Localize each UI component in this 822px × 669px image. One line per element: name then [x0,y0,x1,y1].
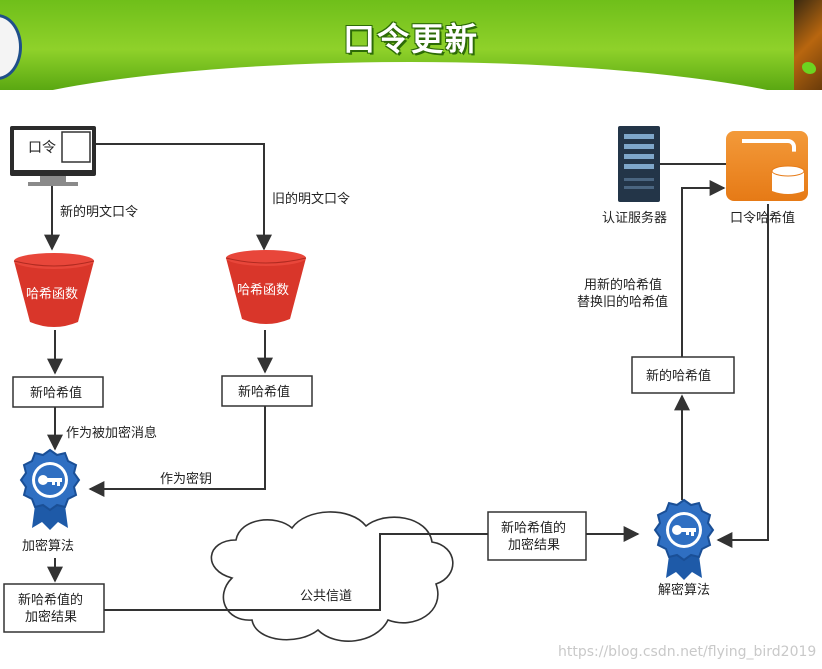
password-hash-db-label: 口令哈希值 [730,210,795,226]
edge-label-new-plaintext: 新的明文口令 [60,204,138,220]
channel-encrypted-line2: 加密结果 [508,537,560,553]
arrow-as-key [88,406,266,497]
encrypt-algo-label: 加密算法 [22,538,74,554]
public-channel-cloud [210,511,454,642]
encrypted-result-box [3,583,105,633]
new-hash-left-box [12,376,104,408]
channel-encrypted-box [487,511,587,561]
corner-decoration [794,0,822,90]
encrypted-result-line1: 新哈希值的 [18,592,83,608]
watermark: https://blog.csdn.net/flying_bird2019 [558,644,816,660]
edge-label-public-channel: 公共信道 [300,589,352,604]
decrypt-algo-label: 解密算法 [658,582,710,598]
edge-label-old-plaintext: 旧的明文口令 [272,191,350,207]
page-title: 口令更新 [342,20,479,58]
new-hash-left-label: 新哈希值 [30,385,82,401]
edge-label-replace-line1: 用新的哈希值 [584,277,662,293]
new-hash-mid-label: 新哈希值 [238,384,290,400]
arrow-replace-hash [681,180,726,357]
database-icon [726,131,808,201]
arrow-old-plaintext [96,143,272,251]
password-input-box [61,131,91,163]
encrypt-seal-icon [20,449,80,531]
decrypt-seal-icon [654,499,714,581]
new-hash-value-label: 新的哈希值 [646,368,711,384]
edge-label-replace-line2: 替换旧的哈希值 [577,294,668,310]
channel-encrypted-line1: 新哈希值的 [501,520,566,536]
server-icon [618,126,660,202]
hash-function-left-label: 哈希函数 [26,287,78,302]
arrow-db-to-decrypt [716,204,769,548]
edge-label-as-message: 作为被加密消息 [66,425,157,441]
hash-function-right-label: 哈希函数 [237,283,289,298]
encrypted-result-line2: 加密结果 [25,609,77,625]
password-label: 口令 [28,140,56,156]
hash-function-right [225,250,307,324]
new-hash-mid-box [221,375,313,407]
title-banner: 口令更新 [0,0,822,90]
auth-server-label: 认证服务器 [602,210,667,226]
new-hash-value-box [631,356,735,394]
edge-label-as-key: 作为密钥 [160,471,212,487]
hash-function-left [13,253,95,327]
